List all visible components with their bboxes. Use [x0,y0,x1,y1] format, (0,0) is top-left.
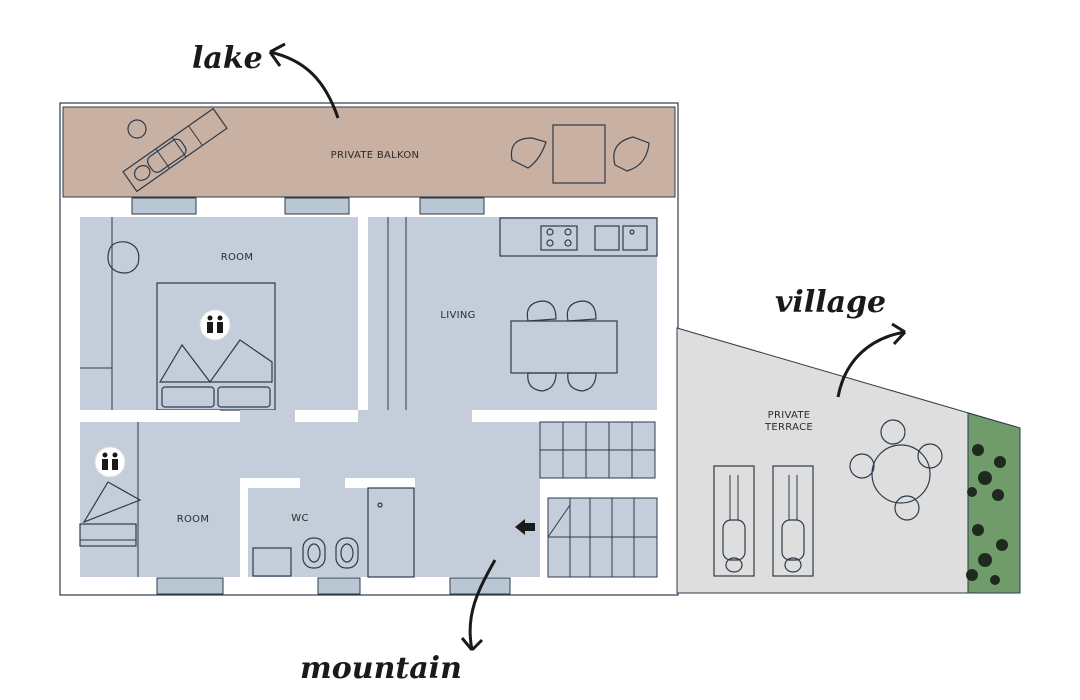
terrace-label-line1: PRIVATE [768,410,811,421]
entrance-arrow-icon [515,519,535,535]
direction-village: village [775,285,886,320]
terrace-label-line2: TERRACE [764,422,813,433]
balcony-lounger [122,107,228,193]
window-bottom-2 [317,577,361,595]
window-bottom-1 [156,577,224,595]
room-bottom-label: ROOM [177,514,210,525]
dining-table [510,300,618,392]
toilet-icon [302,537,326,569]
balcony-label: PRIVATE BALKON [331,150,420,161]
wc-shower [367,487,415,578]
kitchen-counter [499,217,658,257]
direction-mountain: mountain [300,651,462,686]
terrace-lounger-2 [772,465,814,577]
room-top-chair [107,241,140,274]
interior-wall [358,217,368,412]
wc-sink [252,547,292,577]
wc-wall-top-b [345,478,415,488]
garden-plants [966,444,1008,585]
wc-floor [248,488,368,577]
stairs-upper-steps [540,422,655,478]
garden-strip [967,412,1021,594]
lake-arrow [269,50,340,119]
single-bed [79,481,142,547]
stairs-lower-steps [547,498,657,577]
wall-horizontal-2 [295,410,358,422]
mountain-arrow [468,559,497,651]
room-bottom-floor [80,422,240,577]
terrace-round-table [849,419,943,521]
living-floor [368,217,657,412]
wc-wall-left [240,478,248,577]
terrace-lounger-1 [713,465,755,577]
window-top-3 [419,197,485,215]
room-top-label: ROOM [221,252,254,263]
wall-horizontal [80,410,220,422]
wc-wall-top-a [240,478,300,488]
balcony-area [62,106,676,198]
direction-lake: lake [192,41,263,76]
bidet-icon [335,537,359,569]
window-top-2 [284,197,350,215]
village-arrow [836,330,906,398]
balcony-table-set [510,124,650,184]
wall-horizontal-3 [472,410,657,422]
two-persons-icon [199,309,231,341]
wc-label: WC [291,513,308,524]
window-top-1 [131,197,197,215]
two-persons-icon [94,446,126,478]
living-label: LIVING [440,310,475,321]
